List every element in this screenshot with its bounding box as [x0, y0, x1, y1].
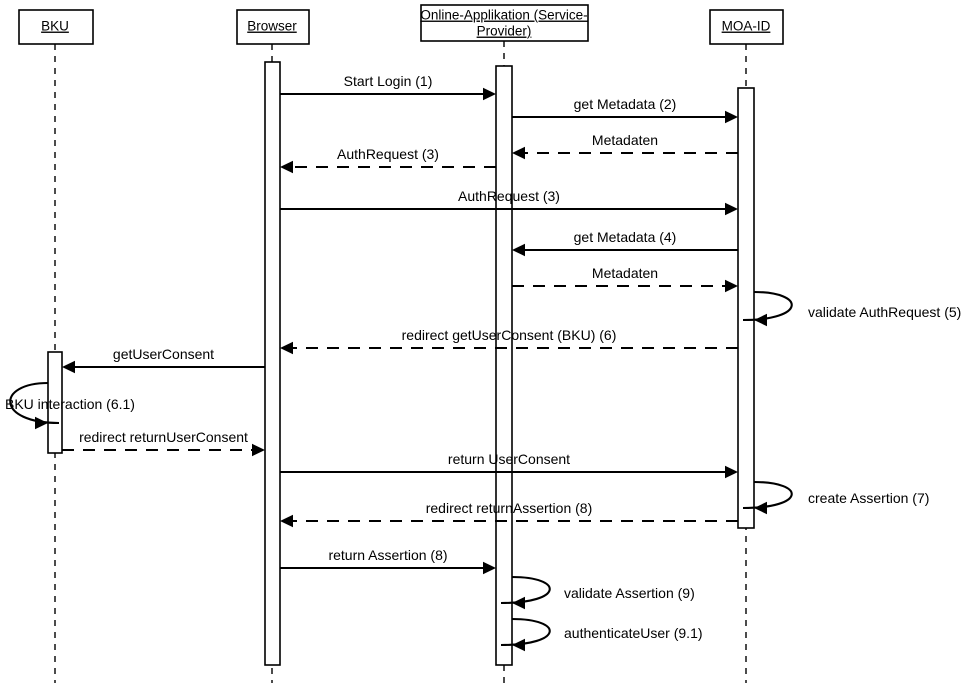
- message-6: get Metadata (4): [512, 229, 738, 257]
- messages-layer: Start Login (1) get Metadata (2) Metadaten…: [62, 73, 738, 575]
- message-label: redirect getUserConsent (BKU) (6): [402, 327, 617, 343]
- message-5: AuthRequest (3): [280, 188, 738, 216]
- message-label: redirect returnAssertion (8): [426, 500, 593, 516]
- participant-sp[interactable]: Online-Applikation (Service-Provider): [420, 4, 589, 42]
- participant-label: BKU: [41, 19, 69, 34]
- message-label: AuthRequest (3): [458, 188, 560, 204]
- self-message-sp-5: authenticateUser (9.1): [500, 617, 703, 652]
- self-message-sp-4: validate Assertion (9): [500, 575, 695, 610]
- self-message-label: authenticateUser (9.1): [564, 625, 703, 641]
- message-13: return Assertion (8): [280, 547, 496, 575]
- self-message-label: validate AuthRequest (5): [808, 304, 961, 320]
- message-10: redirect returnUserConsent: [62, 429, 265, 457]
- message-9: getUserConsent: [62, 346, 265, 374]
- message-label: Start Login (1): [344, 73, 433, 89]
- activations-layer: [47, 61, 755, 666]
- activation-bar-browser: [264, 61, 281, 666]
- participants-layer: BKU Browser Online-Applikation (Service-Pr…: [18, 4, 784, 45]
- message-11: return UserConsent: [280, 451, 738, 479]
- activation-bar-bku: [47, 351, 63, 454]
- message-label: Metadaten: [592, 132, 658, 148]
- message-label: Metadaten: [592, 265, 658, 281]
- activation-bar-moaid: [737, 87, 755, 529]
- participant-bku[interactable]: BKU: [18, 9, 94, 45]
- participant-browser[interactable]: Browser: [236, 9, 310, 45]
- message-label: get Metadata (2): [574, 96, 677, 112]
- message-label: get Metadata (4): [574, 229, 677, 245]
- participant-label: Browser: [247, 19, 297, 34]
- participant-label: MOA-ID: [722, 19, 771, 34]
- participant-moaid[interactable]: MOA-ID: [709, 9, 784, 45]
- self-message-bku-2: BKU interaction (6.1): [5, 381, 135, 430]
- message-12: redirect returnAssertion (8): [280, 500, 738, 528]
- message-label: return UserConsent: [448, 451, 570, 467]
- self-message-label: validate Assertion (9): [564, 585, 695, 601]
- participant-label: Provider): [477, 24, 532, 39]
- self-message-moaid-1: validate AuthRequest (5): [742, 290, 961, 327]
- self-message-label: create Assertion (7): [808, 490, 929, 506]
- participant-label: Online-Applikation (Service-: [420, 8, 587, 23]
- message-1: Start Login (1): [280, 73, 496, 101]
- message-label: getUserConsent: [113, 346, 214, 362]
- self-messages-layer: validate AuthRequest (5) BKU interaction …: [5, 290, 961, 652]
- message-label: redirect returnUserConsent: [79, 429, 248, 445]
- message-8: redirect getUserConsent (BKU) (6): [280, 327, 738, 355]
- message-4: AuthRequest (3): [280, 146, 496, 174]
- self-message-moaid-3: create Assertion (7): [742, 480, 929, 515]
- message-7: Metadaten: [512, 265, 738, 293]
- message-3: Metadaten: [512, 132, 738, 160]
- activation-bar-sp: [495, 65, 513, 666]
- message-label: AuthRequest (3): [337, 146, 439, 162]
- self-message-label: BKU interaction (6.1): [5, 396, 135, 412]
- message-label: return Assertion (8): [328, 547, 447, 563]
- message-2: get Metadata (2): [512, 96, 738, 124]
